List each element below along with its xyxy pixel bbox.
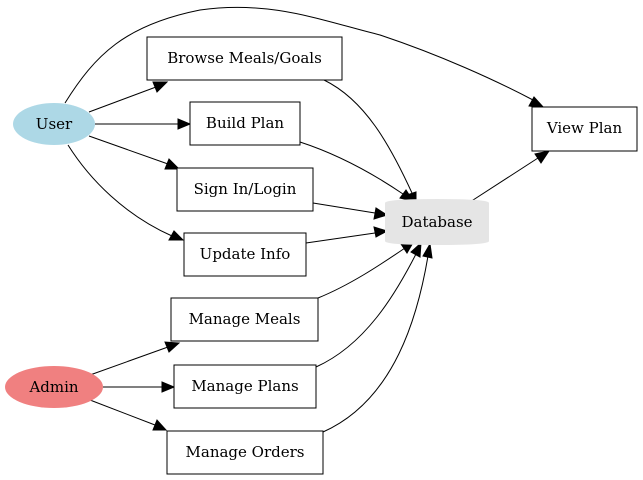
signin-label: Sign In/Login xyxy=(194,180,297,198)
edge-user-signin xyxy=(88,135,169,165)
edge-user-browse xyxy=(88,86,157,113)
edge-db-view-plan-arrow xyxy=(534,150,551,164)
edge-manage-meals-db xyxy=(317,247,406,299)
manage-orders-label: Manage Orders xyxy=(186,443,305,461)
edges xyxy=(64,6,551,433)
update-label: Update Info xyxy=(200,245,291,263)
edge-build-db-arrow xyxy=(399,189,415,202)
edge-admin-manage-orders-arrow xyxy=(152,419,168,431)
build-label: Build Plan xyxy=(206,114,284,132)
edge-signin-db-arrow xyxy=(373,207,389,220)
edge-update-db xyxy=(305,232,376,244)
node-manage-meals: Manage Meals xyxy=(170,297,319,342)
edge-admin-manage-meals-arrow xyxy=(164,341,181,353)
signin-box xyxy=(176,167,314,212)
node-update: Update Info xyxy=(183,232,307,277)
node-signin: Sign In/Login xyxy=(176,167,314,212)
edge-user-view-plan xyxy=(64,6,534,104)
edge-build-db xyxy=(299,141,404,195)
manage-meals-box xyxy=(170,297,319,342)
manage-plans-box xyxy=(173,364,317,409)
edge-admin-manage-orders xyxy=(89,399,156,426)
admin-label: Admin xyxy=(28,378,78,396)
edge-user-signin-arrow xyxy=(164,158,181,170)
edge-manage-plans-db xyxy=(315,253,417,368)
edge-browse-db xyxy=(323,79,413,194)
edge-admin-manage-meals xyxy=(89,346,169,376)
database-label: Database xyxy=(401,213,472,231)
browse-box xyxy=(146,36,343,81)
node-user: User xyxy=(13,103,95,145)
user-ellipse xyxy=(13,103,95,145)
manage-meals-label: Manage Meals xyxy=(189,310,301,328)
manage-orders-box xyxy=(166,430,324,475)
edge-db-view-plan xyxy=(469,157,539,203)
edge-user-update-arrow xyxy=(168,230,185,241)
user-label: User xyxy=(36,115,73,133)
edge-user-update xyxy=(67,144,173,237)
node-manage-plans: Manage Plans xyxy=(173,364,317,409)
edge-admin-manage-plans-arrow xyxy=(161,381,176,393)
manage-plans-label: Manage Plans xyxy=(191,377,298,395)
edge-manage-plans-db-arrow xyxy=(410,241,422,258)
node-database: Database xyxy=(385,199,489,245)
update-box xyxy=(183,232,307,277)
edge-signin-db xyxy=(312,202,376,214)
browse-label: Browse Meals/Goals xyxy=(167,49,322,67)
edge-update-db-arrow xyxy=(373,226,389,238)
node-build: Build Plan xyxy=(189,101,301,146)
node-admin: Admin xyxy=(5,366,103,408)
admin-ellipse xyxy=(5,366,103,408)
database-cylinder xyxy=(385,199,489,245)
edge-manage-orders-db-arrow xyxy=(422,242,433,259)
edge-user-build-arrow xyxy=(177,118,192,130)
edge-manage-orders-db xyxy=(322,255,429,433)
node-browse: Browse Meals/Goals xyxy=(146,36,343,81)
edge-user-browse-arrow xyxy=(152,81,169,93)
node-manage-orders: Manage Orders xyxy=(166,430,324,475)
node-view-plan: View Plan xyxy=(531,106,638,152)
build-box xyxy=(189,101,301,146)
view-plan-box xyxy=(531,106,638,152)
view-plan-label: View Plan xyxy=(546,119,623,137)
